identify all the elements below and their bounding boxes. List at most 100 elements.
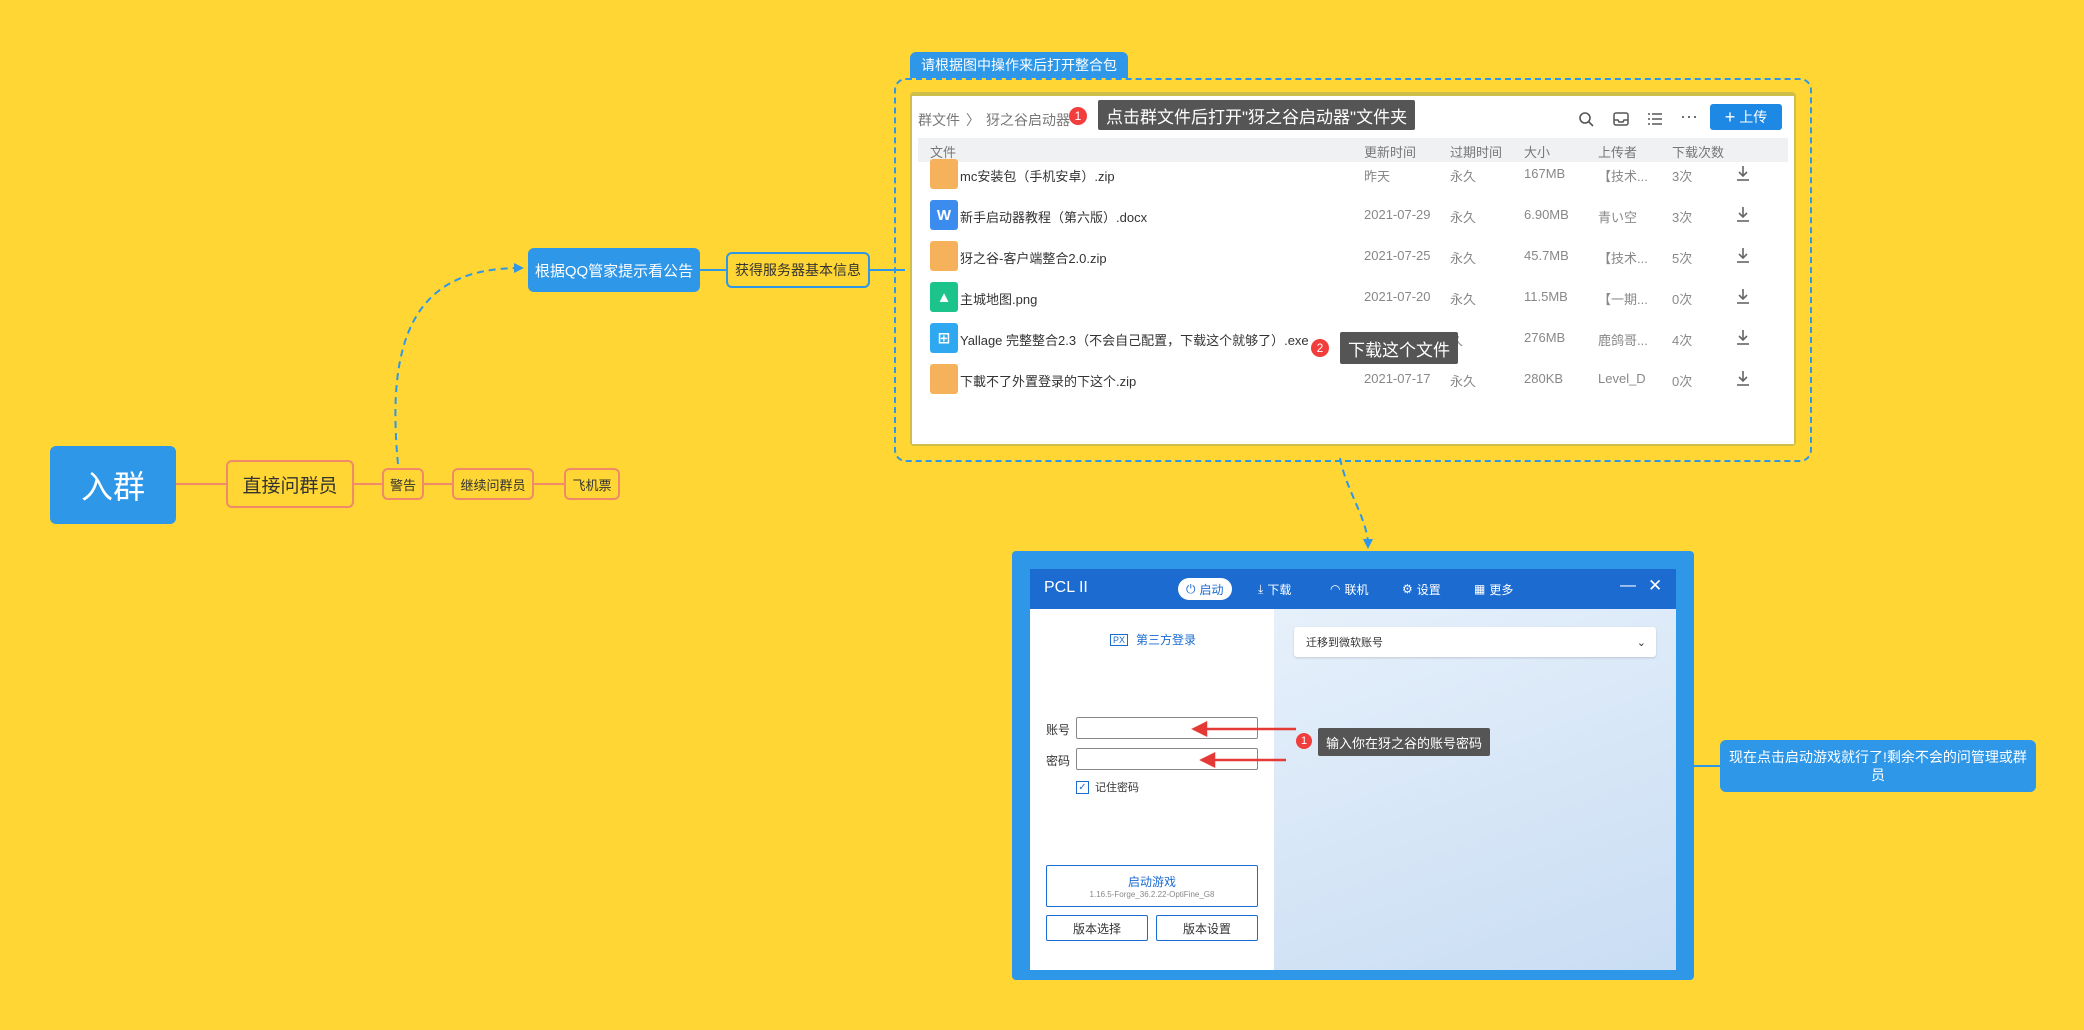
nav-more-label: 更多 (1489, 582, 1514, 597)
callout-title: 请根据图中操作来后打开整合包 (910, 52, 1128, 78)
upload-label: 上传 (1739, 109, 1768, 125)
pcl-step-tip: 输入你在犽之谷的账号密码 (1318, 728, 1491, 756)
third-party-login[interactable]: PX 第三方登录 (1110, 631, 1196, 648)
node-ask-members: 直接问群员 (226, 460, 354, 508)
minimize-icon[interactable]: — (1620, 577, 1636, 594)
download-icon[interactable] (1734, 328, 1752, 349)
remember-password[interactable]: ✓ 记住密码 (1076, 779, 1139, 795)
file-downloads: 0次 (1672, 374, 1693, 389)
nav-more[interactable]: ▦更多 (1474, 578, 1513, 600)
zip-file-icon (930, 159, 958, 189)
file-downloads: 4次 (1672, 333, 1693, 348)
file-uploader: 鹿鸽哥... (1598, 333, 1648, 348)
step-badge-2: 2 (1311, 339, 1329, 357)
launcher-titlebar: PCL II ⏻启动 ⤓下载 ◠联机 ⚙设置 ▦更多 — ✕ (1030, 569, 1676, 609)
checkbox-checked-icon[interactable]: ✓ (1076, 780, 1089, 794)
step-tip-1: 点击群文件后打开"犽之谷启动器"文件夹 (1098, 100, 1416, 130)
file-size: 11.5MB (1524, 289, 1568, 304)
launch-label: 启动游戏 (1127, 875, 1176, 889)
node-warning: 警告 (382, 468, 424, 500)
breadcrumb-root[interactable]: 群文件 (918, 112, 960, 128)
root-node: 入群 (50, 446, 176, 524)
col-downloads: 下载次数 (1672, 145, 1725, 160)
file-uploader: 青い空 (1598, 210, 1638, 225)
node-qq-notice: 根据QQ管家提示看公告 (528, 248, 700, 292)
col-file: 文件 (930, 145, 957, 160)
launch-game-button[interactable]: 启动游戏 1.16.5-Forge_36.2.22-OptiFine_G8 (1046, 865, 1258, 907)
table-row[interactable]: ⊞Yallage 完整整合2.3（不会自己配置，下载这个就够了）.exe久276… (918, 318, 1788, 359)
wifi-icon: ◠ (1330, 582, 1341, 596)
close-icon[interactable]: ✕ (1648, 576, 1663, 595)
node-final-step: 现在点击启动游戏就行了!剩余不会的问管理或群员 (1720, 740, 2036, 792)
col-size: 大小 (1524, 145, 1551, 160)
file-name: 主城地图.png (960, 292, 1038, 307)
node-kick: 飞机票 (564, 468, 620, 500)
breadcrumb: 群文件 〉 犽之谷启动器 (918, 110, 1070, 130)
col-updated: 更新时间 (1364, 145, 1417, 160)
exe-file-icon: ⊞ (930, 323, 958, 353)
nav-launch[interactable]: ⏻启动 (1178, 578, 1232, 600)
file-expire: 永久 (1450, 292, 1477, 307)
file-name: mc安装包（手机安卓）.zip (960, 169, 1115, 184)
node-server-info: 获得服务器基本信息 (726, 252, 870, 288)
password-label: 密码 (1046, 754, 1071, 768)
download-icon: ⤓ (1258, 581, 1264, 596)
group-file-panel: 群文件 〉 犽之谷启动器 1 点击群文件后打开"犽之谷启动器"文件夹 ··· +… (912, 96, 1794, 444)
col-expire: 过期时间 (1450, 145, 1503, 160)
download-icon[interactable] (1734, 287, 1752, 308)
file-expire: 永久 (1450, 251, 1477, 266)
zip-file-icon (930, 364, 958, 394)
account-label: 账号 (1046, 723, 1071, 737)
search-icon[interactable] (1578, 111, 1594, 132)
step-tip-2: 下载这个文件 (1340, 332, 1458, 364)
file-size: 167MB (1524, 166, 1566, 181)
file-name: 下載不了外置登录的下这个.zip (960, 374, 1137, 389)
grid-icon: ▦ (1474, 582, 1486, 596)
file-name: Yallage 完整整合2.3（不会自己配置，下载这个就够了）.exe (960, 333, 1309, 348)
login-panel: PX 第三方登录 账号 密码 ✓ 记住密码 启动游戏 1.16.5-Forge_… (1030, 609, 1274, 970)
chevron-down-icon: ⌄ (1636, 636, 1646, 649)
download-icon[interactable] (1734, 246, 1752, 267)
list-view-icon[interactable] (1646, 110, 1664, 133)
callout-frame (894, 78, 1812, 462)
launcher-title: PCL II (1044, 579, 1088, 596)
nav-settings[interactable]: ⚙设置 (1402, 578, 1441, 600)
file-downloads: 3次 (1672, 169, 1693, 184)
nav-launch-label: 启动 (1199, 582, 1224, 597)
nav-settings-label: 设置 (1416, 582, 1441, 597)
file-size: 276MB (1524, 330, 1566, 345)
nav-download[interactable]: ⤓下载 (1258, 578, 1291, 600)
node-continue-ask: 继续问群员 (452, 468, 534, 500)
file-expire: 永久 (1450, 374, 1477, 389)
version-select-button[interactable]: 版本选择 (1046, 915, 1148, 941)
download-icon[interactable] (1734, 205, 1752, 226)
nav-download-label: 下载 (1267, 582, 1292, 597)
download-icon[interactable] (1734, 164, 1752, 185)
download-icon[interactable] (1734, 369, 1752, 390)
upload-button[interactable]: + 上传 (1710, 104, 1782, 130)
file-size: 6.90MB (1524, 207, 1569, 222)
file-downloads: 3次 (1672, 210, 1693, 225)
file-date: 2021-07-25 (1364, 248, 1431, 263)
image-file-icon: ▲ (930, 282, 958, 312)
more-icon[interactable]: ··· (1680, 106, 1698, 126)
step-badge-1: 1 (1069, 107, 1087, 125)
version-settings-button[interactable]: 版本设置 (1156, 915, 1258, 941)
login-icon: PX (1110, 633, 1129, 646)
word-file-icon: W (930, 200, 958, 230)
table-header: 文件 更新时间 过期时间 大小 上传者 下载次数 (918, 138, 1788, 162)
breadcrumb-folder[interactable]: 犽之谷启动器 (986, 112, 1070, 128)
account-input[interactable] (1076, 717, 1258, 739)
inbox-icon[interactable] (1612, 110, 1630, 133)
migrate-account-dropdown[interactable]: 迁移到微软账号 ⌄ (1294, 627, 1656, 657)
password-input[interactable] (1076, 748, 1258, 770)
file-expire: 永久 (1450, 169, 1477, 184)
migrate-label: 迁移到微软账号 (1306, 637, 1383, 649)
nav-multiplayer[interactable]: ◠联机 (1330, 578, 1369, 600)
